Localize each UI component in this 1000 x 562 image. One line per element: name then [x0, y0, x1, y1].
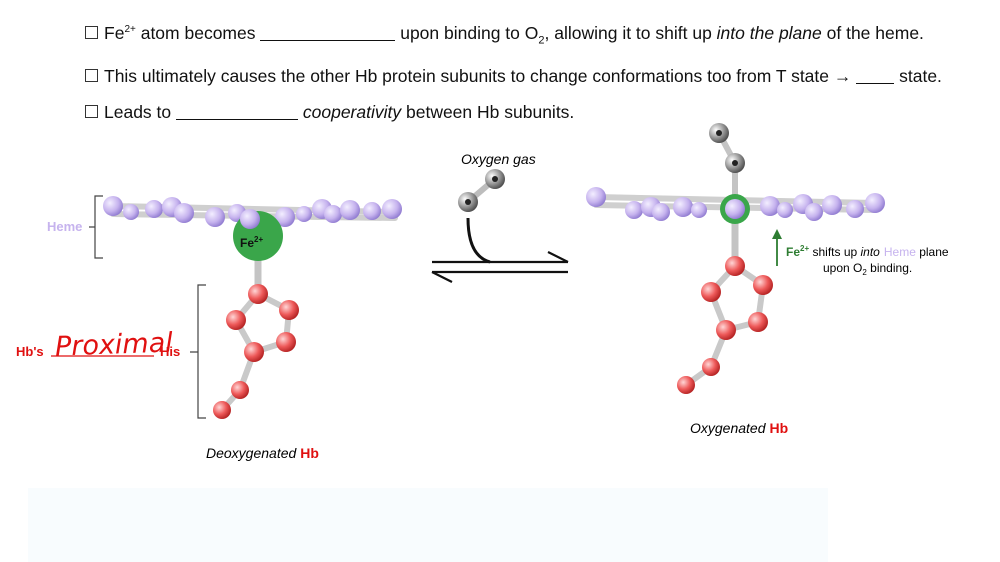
histidine-atoms-left	[213, 284, 299, 419]
his-label: His	[160, 344, 180, 359]
binding-curve-arrow	[466, 217, 491, 264]
hbs-label: Hb's	[16, 344, 44, 359]
shift-up-arrow-icon	[772, 229, 782, 266]
bullet-fe-binding: Fe2+ atom becomes upon binding to O2, al…	[85, 12, 985, 58]
equilibrium-arrows-icon	[431, 251, 569, 283]
heme-atoms-right	[586, 187, 885, 221]
bullet-conformation: This ultimately causes the other Hb prot…	[85, 58, 985, 94]
bullet-list: Fe2+ atom becomes upon binding to O2, al…	[85, 12, 985, 130]
checkbox[interactable]	[85, 105, 98, 119]
checkbox[interactable]	[85, 69, 98, 83]
handwritten-proximal: Proximal	[55, 327, 174, 362]
heme-atoms-left	[103, 196, 402, 227]
fill-in-blank[interactable]	[260, 24, 396, 41]
bullet-cooperativity: Leads to cooperativity between Hb subuni…	[85, 94, 985, 130]
oxygen-molecule-free	[458, 169, 505, 212]
histidine-atoms-right	[677, 256, 773, 394]
heme-bracket	[89, 195, 103, 259]
deoxy-molecule: Fe2+	[103, 196, 402, 419]
shift-annotation-line2: upon O2 binding.	[823, 261, 912, 277]
right-arrow-icon: →	[833, 66, 852, 87]
fe-label: Fe2+	[240, 235, 263, 250]
fill-in-blank[interactable]	[856, 67, 895, 85]
empty-answer-panel	[28, 488, 828, 562]
oxygen-gas-label: Oxygen gas	[461, 151, 536, 167]
fill-in-blank[interactable]	[176, 103, 298, 121]
his-bracket	[190, 284, 206, 419]
heme-label: Heme	[47, 219, 82, 234]
oxy-molecule	[586, 123, 885, 394]
checkbox[interactable]	[85, 25, 98, 39]
